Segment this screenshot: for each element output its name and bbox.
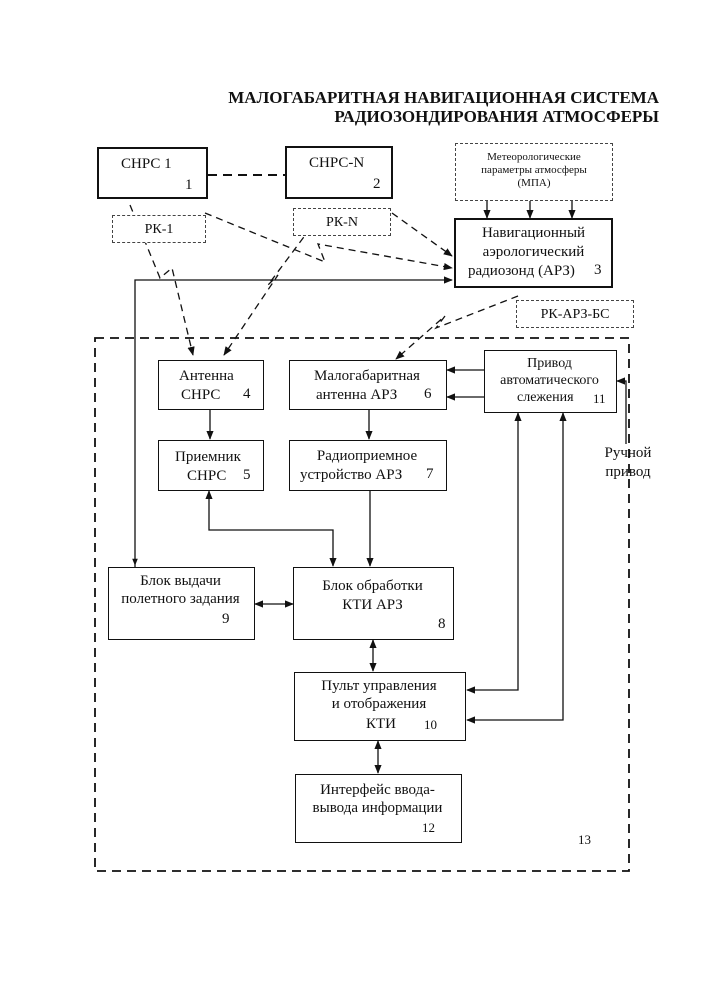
- radiosonde-line1: Навигационный: [456, 224, 611, 242]
- snrs-antenna-block: Антенна СНРС 4: [158, 360, 264, 410]
- manual-drive-line1: Ручной: [598, 444, 658, 462]
- io-interface-line1: Интерфейс ввода-: [296, 781, 459, 799]
- snrs-1-label: СНРС 1: [121, 155, 172, 173]
- snrs-receiver-number: 5: [243, 467, 251, 483]
- mission-output-line1: Блок выдачи: [109, 572, 252, 590]
- snrs-1-number: 1: [185, 177, 193, 193]
- manual-drive-arrow: [617, 381, 626, 444]
- tracking-drive-line1: Привод: [485, 355, 614, 373]
- control-console-number: 10: [424, 717, 437, 733]
- manual-drive-line2: привод: [598, 463, 658, 481]
- meteo-parameters-line2: параметры атмосферы: [456, 164, 612, 177]
- rk-n-label: РК-N: [294, 214, 390, 232]
- snrs-n-block: СНРС-N 2: [285, 146, 393, 199]
- snrs-n-label: СНРС-N: [309, 154, 364, 172]
- mission-output-line2: полетного задания: [109, 590, 252, 608]
- tracking-drive-number: 11: [593, 391, 606, 407]
- arz-receiver-block: Радиоприемное устройство АРЗ 7: [289, 440, 447, 491]
- snrs-receiver-line1: Приемник: [175, 448, 241, 466]
- control-console-block: Пульт управления и отображения КТИ 10: [294, 672, 466, 741]
- arz-antenna-line1: Малогабаритная: [290, 367, 444, 385]
- arz-antenna-block: Малогабаритная антенна АРЗ 6: [289, 360, 447, 410]
- meteo-parameters-block: Метеорологические параметры атмосферы (М…: [455, 143, 613, 201]
- arz-receiver-line1: Радиоприемное: [290, 447, 444, 465]
- snrs-antenna-line1: Антенна: [179, 367, 234, 385]
- snrs-n-number: 2: [373, 176, 381, 192]
- arz-receiver-number: 7: [426, 466, 434, 482]
- rkn-to-radiosonde-signal: [392, 213, 452, 256]
- ground-station-number: 13: [578, 832, 591, 848]
- rk-1-label-box: РК-1: [112, 215, 206, 243]
- tracking-to-console-line-2: [467, 413, 563, 720]
- kti-processing-number: 8: [438, 616, 446, 632]
- io-interface-number: 12: [422, 820, 435, 836]
- snrs-1-block: СНРС 1 1: [97, 147, 208, 199]
- radiosonde-line2: аэрологический: [456, 243, 611, 261]
- kti-processing-line1: Блок обработки: [294, 577, 451, 595]
- snrs-antenna-number: 4: [243, 386, 251, 402]
- meteo-parameters-line1: Метеорологические: [456, 151, 612, 164]
- radiosonde-number: 3: [594, 262, 602, 278]
- tracking-drive-line2: автоматического: [485, 372, 614, 390]
- snrs-receiver-line2: СНРС: [187, 467, 226, 485]
- mission-output-number: 9: [222, 611, 230, 627]
- snrs-antenna-line2: СНРС: [181, 386, 220, 404]
- radiosonde-line3: радиозонд (АРЗ): [468, 262, 575, 280]
- tracking-drive-block: Привод автоматического слежения 11: [484, 350, 617, 413]
- tracking-to-console-line-1: [467, 413, 518, 690]
- arz-antenna-line2: антенна АРЗ: [316, 386, 397, 404]
- rk-arz-bs-label-box: РК-АРЗ-БС: [516, 300, 634, 328]
- arz-antenna-number: 6: [424, 386, 432, 402]
- arz-receiver-line2: устройство АРЗ: [300, 466, 402, 484]
- receiver-to-processing-line: [209, 491, 333, 566]
- control-console-line1: Пульт управления: [295, 677, 463, 695]
- rkn-to-antenna-signal: [224, 218, 318, 355]
- rk-1-label: РК-1: [113, 221, 205, 239]
- tracking-drive-line3: слежения: [517, 389, 574, 407]
- radiosonde-block: Навигационный аэрологический радиозонд (…: [454, 218, 613, 288]
- snrs-receiver-block: Приемник СНРС 5: [158, 440, 264, 491]
- mission-upload-line: [135, 280, 452, 567]
- kti-processing-block: Блок обработки КТИ АРЗ 8: [293, 567, 454, 640]
- io-interface-block: Интерфейс ввода- вывода информации 12: [295, 774, 462, 843]
- mission-output-block: Блок выдачи полетного задания 9: [108, 567, 255, 640]
- rk-arz-bs-label: РК-АРЗ-БС: [517, 306, 633, 324]
- kti-processing-line2: КТИ АРЗ: [294, 596, 451, 614]
- control-console-line2: и отображения: [295, 695, 463, 713]
- meteo-parameters-line3: (МПА): [456, 177, 612, 190]
- rk-n-label-box: РК-N: [293, 208, 391, 236]
- control-console-line3: КТИ: [366, 715, 396, 733]
- io-interface-line2: вывода информации: [296, 799, 459, 817]
